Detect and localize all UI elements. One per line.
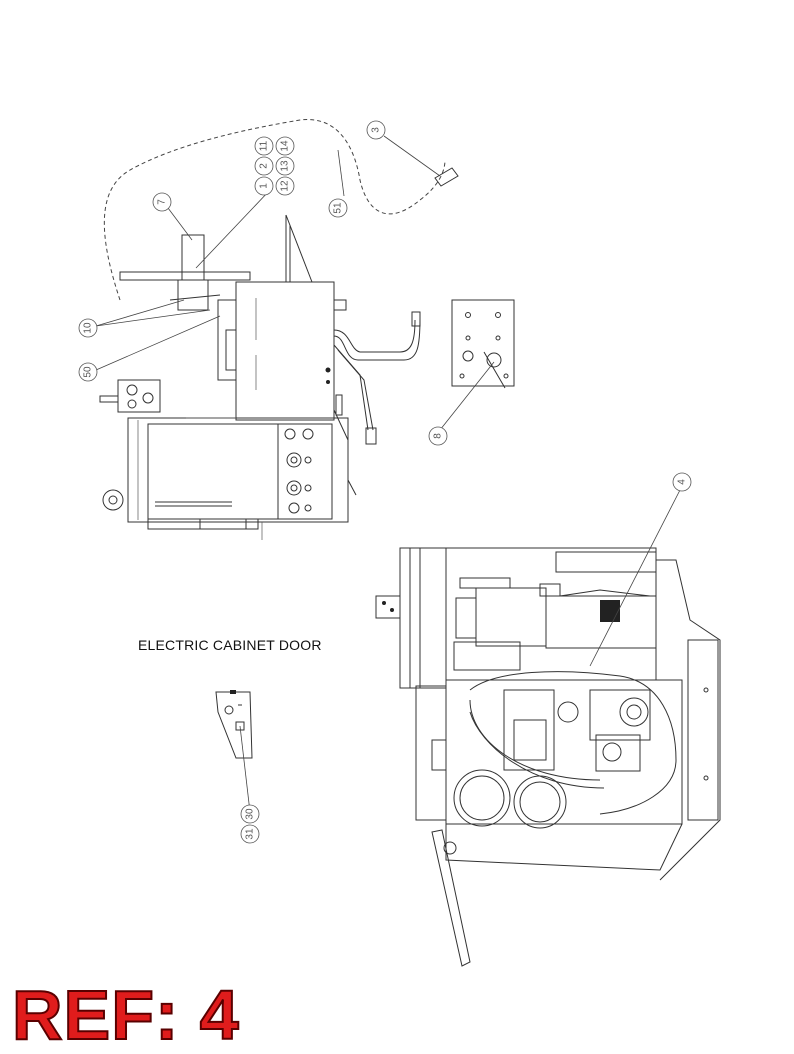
callout-10-text: 10: [83, 322, 94, 334]
lower-assembly: [375, 547, 721, 967]
callout-8: 8: [428, 426, 448, 446]
callout-1: 1: [254, 176, 274, 196]
callout-2: 2: [254, 156, 274, 176]
callout-11-text: 11: [259, 140, 270, 151]
callout-3-text: 3: [371, 127, 382, 133]
callout-13: 13: [275, 156, 295, 176]
callout-31-text: 31: [245, 828, 256, 840]
callout-30: 30: [240, 804, 260, 824]
callout-14: 14: [275, 136, 295, 156]
callout-12: 12: [275, 176, 295, 196]
motor-block: [475, 587, 547, 647]
electric-box: [453, 641, 521, 671]
callout-11: 11: [254, 136, 274, 156]
lower-tank: [127, 417, 349, 523]
cabinet-door-caption: ELECTRIC CABINET DOOR: [138, 637, 322, 653]
callout-14-text: 14: [280, 140, 291, 152]
callout-3: 3: [366, 120, 386, 140]
callout-2-text: 2: [259, 163, 270, 169]
callout-12-text: 12: [280, 180, 291, 192]
upper-assembly: [99, 119, 459, 540]
callout-10: 10: [78, 318, 98, 338]
valve-block: [117, 379, 161, 413]
cabinet-door-bracket: [215, 690, 253, 759]
panel-fittings: [284, 428, 314, 514]
callout-50: 50: [78, 362, 98, 382]
drum-left: [453, 769, 511, 827]
callout-1-text: 1: [259, 183, 270, 189]
drum-right: [513, 775, 567, 829]
callout-51: 51: [328, 198, 348, 218]
pendant-control: [434, 167, 459, 187]
pump-assembly: [469, 689, 651, 789]
callout-30-text: 30: [245, 808, 256, 820]
dashed-hose-loop: [103, 119, 446, 301]
callout-51-text: 51: [333, 202, 344, 214]
callout-8-text: 8: [433, 433, 444, 439]
callout-4-text: 4: [677, 479, 688, 485]
callout-7-text: 7: [157, 199, 168, 205]
callout-4: 4: [672, 472, 692, 492]
callout-31: 31: [240, 824, 260, 844]
callout-7: 7: [152, 192, 172, 212]
ref-label: REF: 4: [11, 976, 240, 1054]
mounting-plate: [451, 299, 515, 389]
upper-cabinet: [235, 281, 335, 421]
callout-leaders: [95, 135, 681, 813]
callout-13-text: 13: [280, 160, 291, 172]
callout-50-text: 50: [83, 366, 94, 378]
